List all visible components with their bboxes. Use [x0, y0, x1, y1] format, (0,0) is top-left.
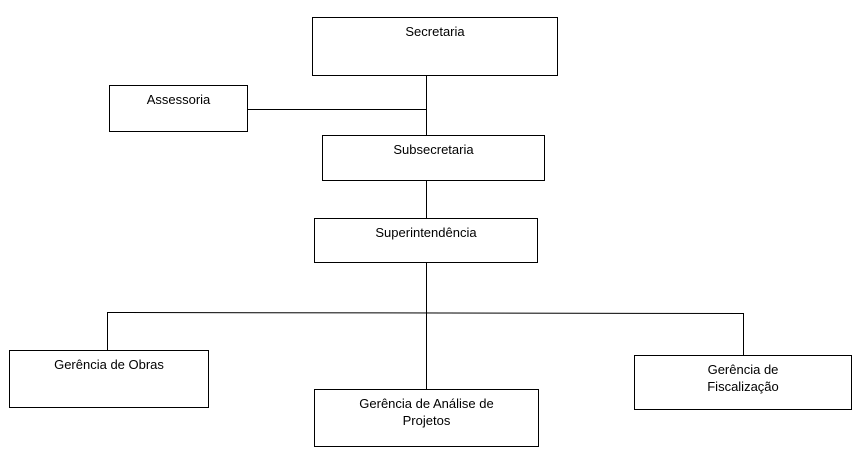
node-gerencia-fiscalizacao-label: Gerência de Fiscalização	[707, 362, 779, 394]
node-gerencia-analise-projetos-label: Gerência de Análise de Projetos	[359, 396, 494, 428]
node-assessoria-label: Assessoria	[146, 92, 211, 107]
node-secretaria-label: Secretaria	[405, 24, 465, 39]
node-gerencia-obras-label: Gerência de Obras	[54, 357, 164, 372]
node-subsecretaria: Subsecretaria	[322, 135, 545, 181]
node-gerencia-obras: Gerência de Obras	[9, 350, 209, 408]
node-superintendencia-label: Superintendência	[375, 225, 477, 240]
node-secretaria: Secretaria	[312, 17, 558, 76]
node-subsecretaria-label: Subsecretaria	[393, 142, 474, 157]
node-gerencia-analise-projetos: Gerência de Análise de Projetos	[314, 389, 539, 447]
node-gerencia-fiscalizacao: Gerência de Fiscalização	[634, 355, 852, 410]
connector-horizontal-bus	[106, 312, 745, 314]
node-assessoria: Assessoria	[109, 85, 248, 132]
node-superintendencia: Superintendência	[314, 218, 538, 263]
